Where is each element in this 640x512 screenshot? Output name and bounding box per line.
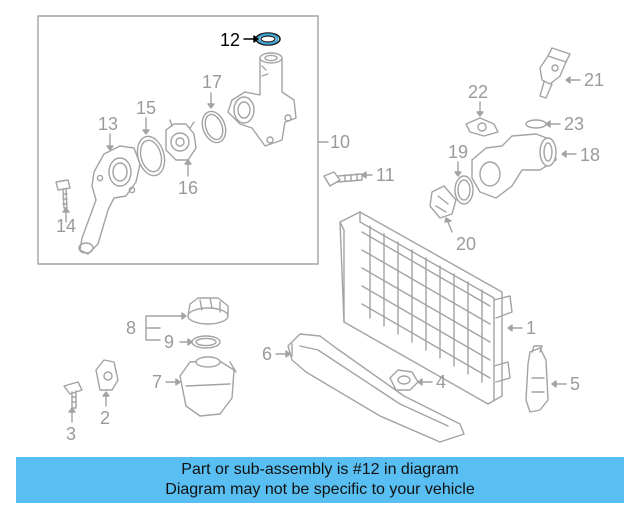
banner-line-1: Part or sub-assembly is #12 in diagram bbox=[181, 461, 459, 478]
arrow-20 bbox=[447, 221, 453, 233]
part-1-radiator[interactable] bbox=[339, 211, 513, 405]
callout-7: 7 bbox=[152, 372, 162, 392]
arrow-12 bbox=[243, 35, 259, 43]
callout-22: 22 bbox=[468, 82, 488, 102]
part-2-bracket[interactable] bbox=[95, 359, 119, 391]
callout-1: 1 bbox=[526, 318, 536, 338]
part-17-oring[interactable] bbox=[198, 108, 230, 146]
callout-4: 4 bbox=[436, 372, 446, 392]
banner-line-2: Diagram may not be specific to your vehi… bbox=[165, 481, 475, 498]
part-3-bolt[interactable] bbox=[63, 381, 83, 409]
callout-23: 23 bbox=[564, 114, 584, 134]
callout-8: 8 bbox=[126, 318, 136, 338]
part-9-oring[interactable] bbox=[191, 335, 221, 349]
callout-6: 6 bbox=[262, 344, 272, 364]
part-23-oring[interactable] bbox=[525, 119, 547, 129]
callout-13: 13 bbox=[98, 114, 118, 134]
part-22-gasket[interactable] bbox=[465, 117, 499, 137]
leader-8 bbox=[145, 315, 183, 341]
part-5-bracket[interactable] bbox=[525, 345, 549, 413]
part-10-housing[interactable] bbox=[227, 52, 297, 147]
callout-10: 10 bbox=[330, 132, 350, 152]
part-13-flange[interactable] bbox=[78, 145, 141, 255]
callout-17: 17 bbox=[202, 72, 222, 92]
callout-15: 15 bbox=[136, 98, 156, 118]
part-8-cap[interactable] bbox=[187, 297, 229, 325]
callout-3: 3 bbox=[66, 424, 76, 444]
part-7-reservoir[interactable] bbox=[179, 356, 237, 417]
part-16-thermostat[interactable] bbox=[165, 119, 197, 161]
part-19-oring[interactable] bbox=[454, 175, 474, 205]
callout-11: 11 bbox=[376, 165, 395, 185]
callout-5: 5 bbox=[570, 374, 580, 394]
part-4-mount[interactable] bbox=[389, 369, 419, 391]
callout-19: 19 bbox=[448, 142, 468, 162]
part-21-sensor[interactable] bbox=[539, 47, 571, 99]
part-18-outlet[interactable] bbox=[471, 133, 557, 199]
callout-14: 14 bbox=[56, 216, 76, 236]
info-banner: Part or sub-assembly is #12 in diagram D… bbox=[16, 457, 624, 503]
callout-12: 12 bbox=[220, 30, 240, 50]
callout-2: 2 bbox=[100, 408, 110, 428]
callout-9: 9 bbox=[164, 332, 174, 352]
part-12-seal[interactable] bbox=[255, 32, 281, 46]
callout-18: 18 bbox=[580, 145, 600, 165]
part-20-clip[interactable] bbox=[429, 185, 457, 219]
part-11-bolt[interactable] bbox=[323, 171, 363, 187]
callout-16: 16 bbox=[178, 178, 198, 198]
callout-20: 20 bbox=[456, 234, 476, 254]
callout-21: 21 bbox=[584, 70, 604, 90]
part-6-airguide[interactable] bbox=[287, 333, 465, 443]
